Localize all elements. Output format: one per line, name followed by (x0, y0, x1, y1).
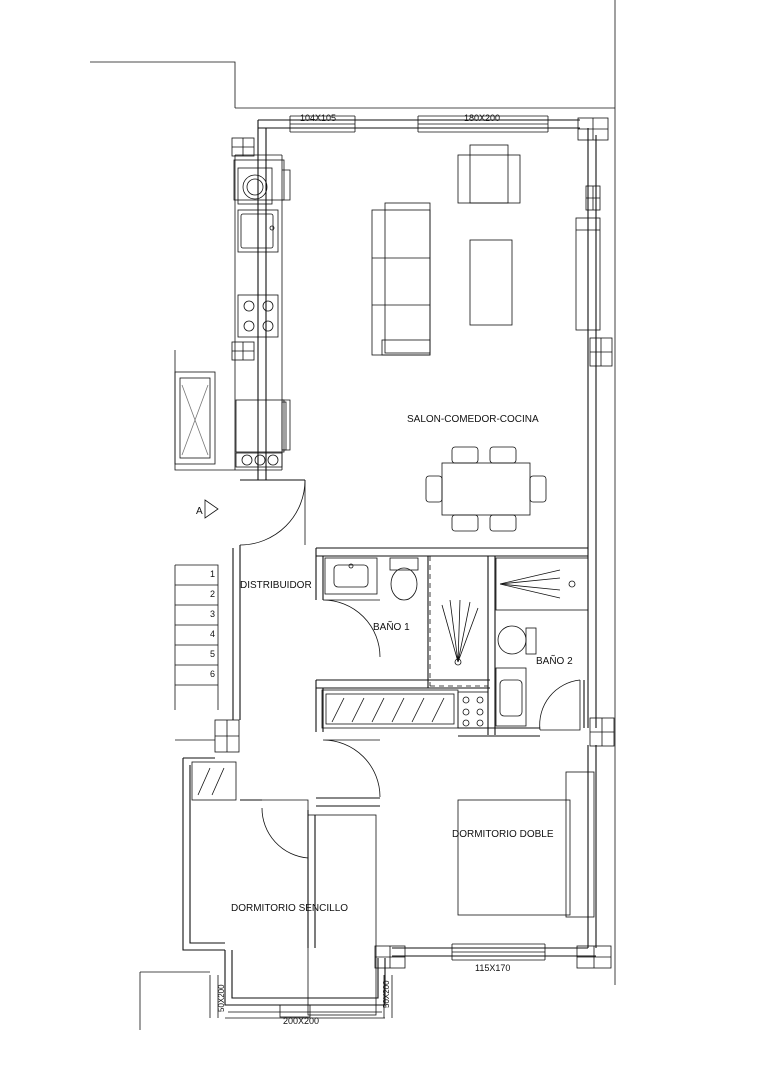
washing-machine-icon (237, 167, 273, 205)
section-marker: A (196, 499, 219, 519)
window-label-3: 115X170 (475, 963, 510, 973)
single-wardrobe-icon (191, 761, 237, 801)
washbasin-2-icon (495, 667, 527, 727)
door-dormitorio-sencillo (261, 799, 309, 862)
door-bano2 (539, 679, 581, 731)
fridge-icon (235, 399, 287, 453)
window-balcony (209, 975, 393, 1019)
armchair-icon (457, 144, 521, 204)
washbasin-icon (324, 557, 378, 595)
window-right (575, 217, 601, 331)
shaft (174, 371, 216, 465)
window-top-1 (289, 115, 356, 133)
site-lines (90, 0, 616, 1030)
interior-walls (240, 547, 588, 948)
shower-icon (429, 555, 488, 687)
room-label-dormitorio-doble: DORMITORIO DOBLE (452, 829, 554, 840)
bathtub-icon (495, 557, 589, 611)
toilet-2-icon (497, 625, 537, 655)
window-label-4: 200X200 (283, 1016, 319, 1026)
sofa-icon (371, 202, 431, 356)
window-label-5: 50X200 (217, 984, 226, 1012)
entry-door (232, 479, 306, 720)
cooktop-icon (237, 294, 279, 338)
single-bed-icon (279, 814, 377, 1018)
door-bano1 (322, 599, 381, 658)
room-label-bano2: BAÑO 2 (536, 654, 573, 667)
stair-step-4: 4 (210, 629, 215, 639)
window-top-2 (417, 115, 549, 133)
toilet-icon (389, 557, 419, 601)
stairs: 1 2 3 4 5 6 (174, 564, 219, 710)
columns (214, 117, 615, 969)
coffee-table-icon (469, 239, 513, 326)
room-label-bano1: BAÑO 1 (373, 620, 410, 633)
stair-step-6: 6 (210, 669, 215, 679)
section-marker-label: A (196, 506, 203, 517)
stair-step-3: 3 (210, 609, 215, 619)
window-left (233, 159, 285, 201)
kitchen-sink-icon (237, 209, 279, 253)
window-label-2: 180X200 (464, 113, 500, 123)
stair-step-5: 5 (210, 649, 215, 659)
exterior-walls (182, 119, 597, 1006)
appliance-icon (457, 691, 489, 729)
room-label-salon: SALON-COMEDOR-COCINA (407, 414, 539, 425)
window-label-1: 104X105 (300, 113, 336, 123)
room-label-distribuidor: DISTRIBUIDOR (240, 580, 312, 591)
double-bed-icon (457, 771, 595, 918)
window-bottom (451, 943, 546, 961)
window-label-6: 50X200 (382, 980, 391, 1008)
stove-knobs-icon (235, 452, 283, 468)
room-label-dormitorio-sencillo: DORMITORIO SENCILLO (231, 903, 348, 914)
door-dormitorio-doble (322, 739, 381, 798)
wardrobe-icon (321, 689, 459, 729)
stair-step-1: 1 (210, 569, 215, 579)
stair-step-2: 2 (210, 589, 215, 599)
dining-table-icon (425, 446, 547, 532)
